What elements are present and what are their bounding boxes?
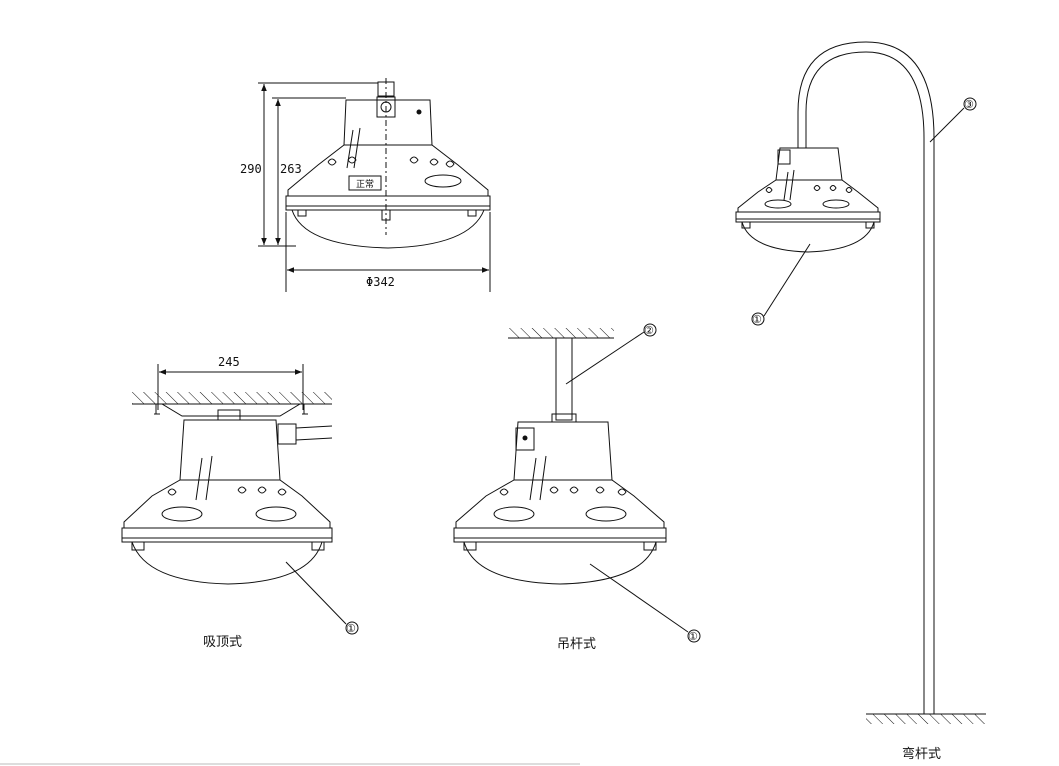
mount-bracket (152, 403, 310, 417)
dim-245-label: 245 (218, 355, 240, 369)
dim-dia-label: Φ342 (366, 275, 395, 289)
vent-oval-right (822, 199, 850, 209)
side-gland (777, 149, 791, 165)
pole-inner (797, 41, 935, 714)
terminal-block (217, 409, 241, 421)
ribbed-cone (123, 479, 331, 529)
callout-leader (763, 243, 811, 317)
callout-leader (565, 331, 645, 385)
flange (121, 527, 333, 543)
gland-nut (380, 101, 392, 113)
pole (805, 51, 925, 714)
callout-circle (751, 312, 765, 326)
pendant-rod (555, 337, 573, 421)
housing-bracket (783, 169, 795, 201)
clip-left (131, 541, 145, 551)
ribbed-cone (455, 479, 665, 529)
clip-right (643, 541, 657, 551)
ribbed-cone (287, 144, 489, 197)
vent-oval-right (585, 506, 627, 522)
side-gland (277, 423, 297, 445)
callout-circle (643, 323, 657, 337)
flange (735, 211, 881, 223)
vent-oval-left (764, 199, 792, 209)
callout-circle (345, 621, 359, 635)
clip-left (297, 209, 307, 217)
callout-label: ③ (964, 98, 974, 111)
callout-circle (687, 629, 701, 643)
bent-pole-mount-view: ③ ① 弯杆式 (735, 41, 986, 762)
pendant-mount-view: ② ① 吊杆式 (453, 323, 701, 652)
ground-screw (416, 109, 422, 115)
ground-hatch (866, 714, 986, 724)
caption-pendant-mount: 吊杆式 (557, 637, 596, 652)
ground-screw (522, 435, 528, 441)
housing-bracket (529, 455, 547, 501)
callout-circle (963, 97, 977, 111)
top-cap (377, 81, 395, 97)
clip-center (381, 209, 391, 221)
dim-263-label: 263 (280, 162, 302, 176)
vent-oval-right (255, 506, 297, 522)
upper-housing (343, 99, 433, 146)
dimensioned-lamp-view: 正常 290 263 Φ342 (240, 78, 491, 292)
ceiling-hatch (508, 328, 614, 338)
rib-slots (499, 486, 627, 496)
callout-label: ① (346, 622, 356, 635)
callout-label: ① (752, 313, 762, 326)
nameplate-text: 正常 (356, 178, 374, 190)
housing (179, 419, 281, 481)
glass-cover (131, 541, 323, 585)
dim-290-label: 290 (240, 162, 262, 176)
mount-screws (154, 404, 308, 415)
clip-right (467, 209, 477, 217)
side-gland (515, 427, 535, 451)
rib-slots (765, 185, 853, 193)
vent-oval-left (161, 506, 203, 522)
callout-leader (589, 563, 689, 633)
callout-leader (929, 107, 965, 143)
nameplate (348, 175, 382, 191)
flange (453, 527, 667, 543)
flange (285, 195, 491, 211)
housing (513, 421, 613, 481)
clip-right (865, 221, 875, 229)
rib-slots (327, 156, 455, 168)
ceiling-mount-view: 245 ① 吸顶式 (121, 355, 359, 650)
cable (295, 425, 333, 441)
glass-cover (291, 209, 485, 249)
rib-slots (167, 486, 287, 496)
cable-gland (376, 96, 396, 118)
callout-leader (285, 561, 347, 625)
ribbed-cone (737, 179, 879, 213)
caption-ceiling-mount: 吸顶式 (203, 635, 242, 650)
callout-label: ① (688, 630, 698, 643)
clip-left (463, 541, 477, 551)
caption-bent-pole-mount: 弯杆式 (902, 746, 941, 762)
vent-oval-left (493, 506, 535, 522)
housing-bracket (195, 455, 213, 501)
glass-cover (741, 221, 875, 253)
callout-label: ② (644, 324, 654, 337)
clip-left (741, 221, 751, 229)
vent-oval (424, 174, 462, 188)
clip-right (311, 541, 325, 551)
glass-cover (463, 541, 657, 585)
ceiling-hatch (132, 392, 332, 404)
